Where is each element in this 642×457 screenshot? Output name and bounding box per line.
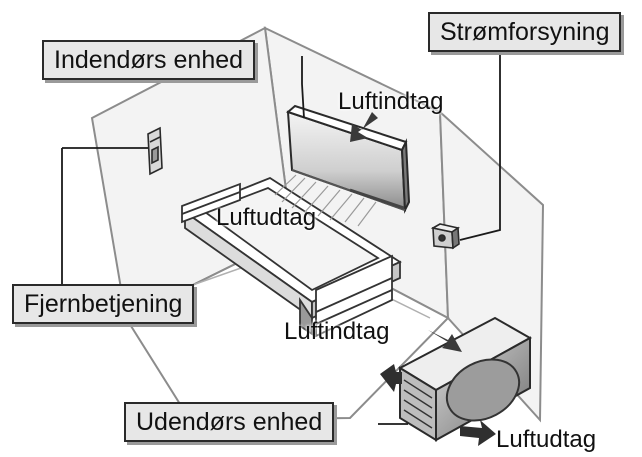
label-indoor-air-inlet: Luftindtag: [338, 88, 444, 115]
leader-lines: [61, 44, 501, 425]
remote-control-graphic: [147, 126, 163, 176]
sofa-frame: [181, 176, 402, 338]
label-remote-control: Fjernbetjening: [12, 284, 195, 324]
outdoor-unit-graphic: [397, 316, 533, 442]
outdoor-intake-arrow: [428, 330, 462, 352]
label-outdoor-air-outlet: Luftudtag: [496, 426, 597, 453]
indoor-intake-arrow: [350, 112, 378, 142]
label-outdoor-unit: Udendørs enhed: [124, 402, 335, 442]
power-supply-graphic: [430, 223, 461, 250]
label-power-supply: Strømforsyning: [428, 12, 622, 52]
label-indoor-unit: Indendørs enhed: [42, 40, 256, 80]
label-indoor-air-outlet: Luftudtag: [216, 204, 317, 231]
indoor-unit-graphic: [286, 104, 411, 214]
label-outdoor-air-inlet: Luftindtag: [284, 318, 390, 345]
outdoor-side-arrow: [380, 364, 402, 392]
outdoor-exhaust-arrow: [460, 420, 496, 446]
indoor-airflow-lines: [274, 174, 377, 227]
